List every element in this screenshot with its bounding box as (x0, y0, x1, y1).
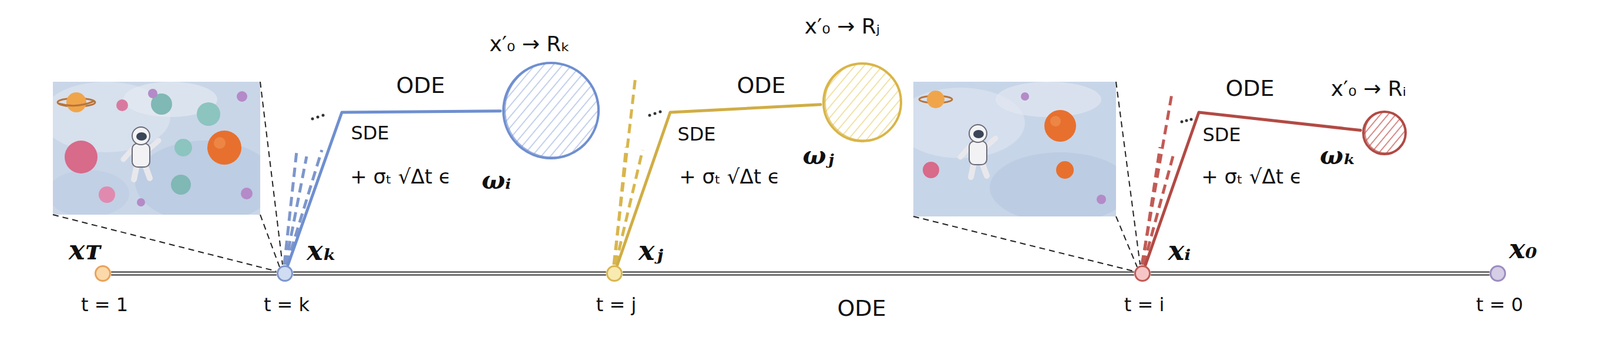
time-label: t = i (1124, 293, 1165, 316)
edge-label: ODE (395, 72, 445, 99)
state-label: xᵢ (1168, 234, 1191, 267)
time-label: t = 1 (81, 293, 129, 316)
sde-label: SDE (350, 121, 389, 144)
noise-term: + σₜ √Δt ϵ (1201, 164, 1303, 188)
noise-term: + σₜ √Δt ϵ (350, 164, 452, 188)
state-label: xⱼ (638, 234, 664, 267)
timestep-point: x₀t = 0 (1489, 264, 1507, 282)
noise-term: + σₜ √Δt ϵ (679, 164, 781, 188)
sde-label: SDE (677, 122, 716, 146)
hatched-circle (1360, 109, 1408, 157)
ellipsis-dots (1180, 118, 1193, 124)
edge-label: ODE (1225, 75, 1275, 102)
state-label: xᴛ (68, 233, 102, 266)
timestep-point: xⱼt = j (606, 264, 623, 282)
reward-label: x′₀ → Rᵢ (1330, 76, 1407, 101)
state-label: x₀ (1508, 232, 1538, 265)
ode-trajectory (1151, 271, 1489, 275)
hatched-circle (821, 61, 904, 144)
time-label: t = 0 (1476, 293, 1524, 316)
astronaut-image (895, 81, 1131, 223)
timestep-point: xₖt = k (276, 264, 294, 282)
edge-label: ODE (736, 72, 786, 99)
weight-label: ωⱼ (802, 140, 834, 170)
time-label: t = j (596, 293, 637, 316)
time-label: t = k (263, 293, 310, 316)
ode-trajectory (293, 271, 606, 275)
ellipsis-dots (311, 113, 325, 121)
astronaut-image (41, 81, 277, 223)
reward-label: x′₀ → Rⱼ (804, 14, 880, 39)
state-label: xₖ (306, 234, 338, 267)
ode-trajectory (623, 271, 1134, 275)
weight-label: ωₖ (1319, 140, 1357, 170)
reward-circle: x′₀ → Rₖωᵢ (501, 60, 601, 161)
sde-label: SDE (1202, 123, 1241, 146)
timestep-point: xᴛt = 1 (94, 264, 112, 282)
hatched-circle (501, 60, 601, 161)
ode-trajectory (111, 271, 277, 275)
ellipsis-dots (648, 110, 662, 117)
reward-circle: x′₀ → Rⱼωⱼ (821, 61, 904, 144)
weight-label: ωᵢ (481, 165, 512, 195)
reward-circle: x′₀ → Rᵢωₖ (1360, 109, 1408, 157)
timestep-point: xᵢt = i (1134, 264, 1151, 282)
reward-label: x′₀ → Rₖ (489, 31, 570, 56)
edge-label: ODE (837, 294, 886, 321)
